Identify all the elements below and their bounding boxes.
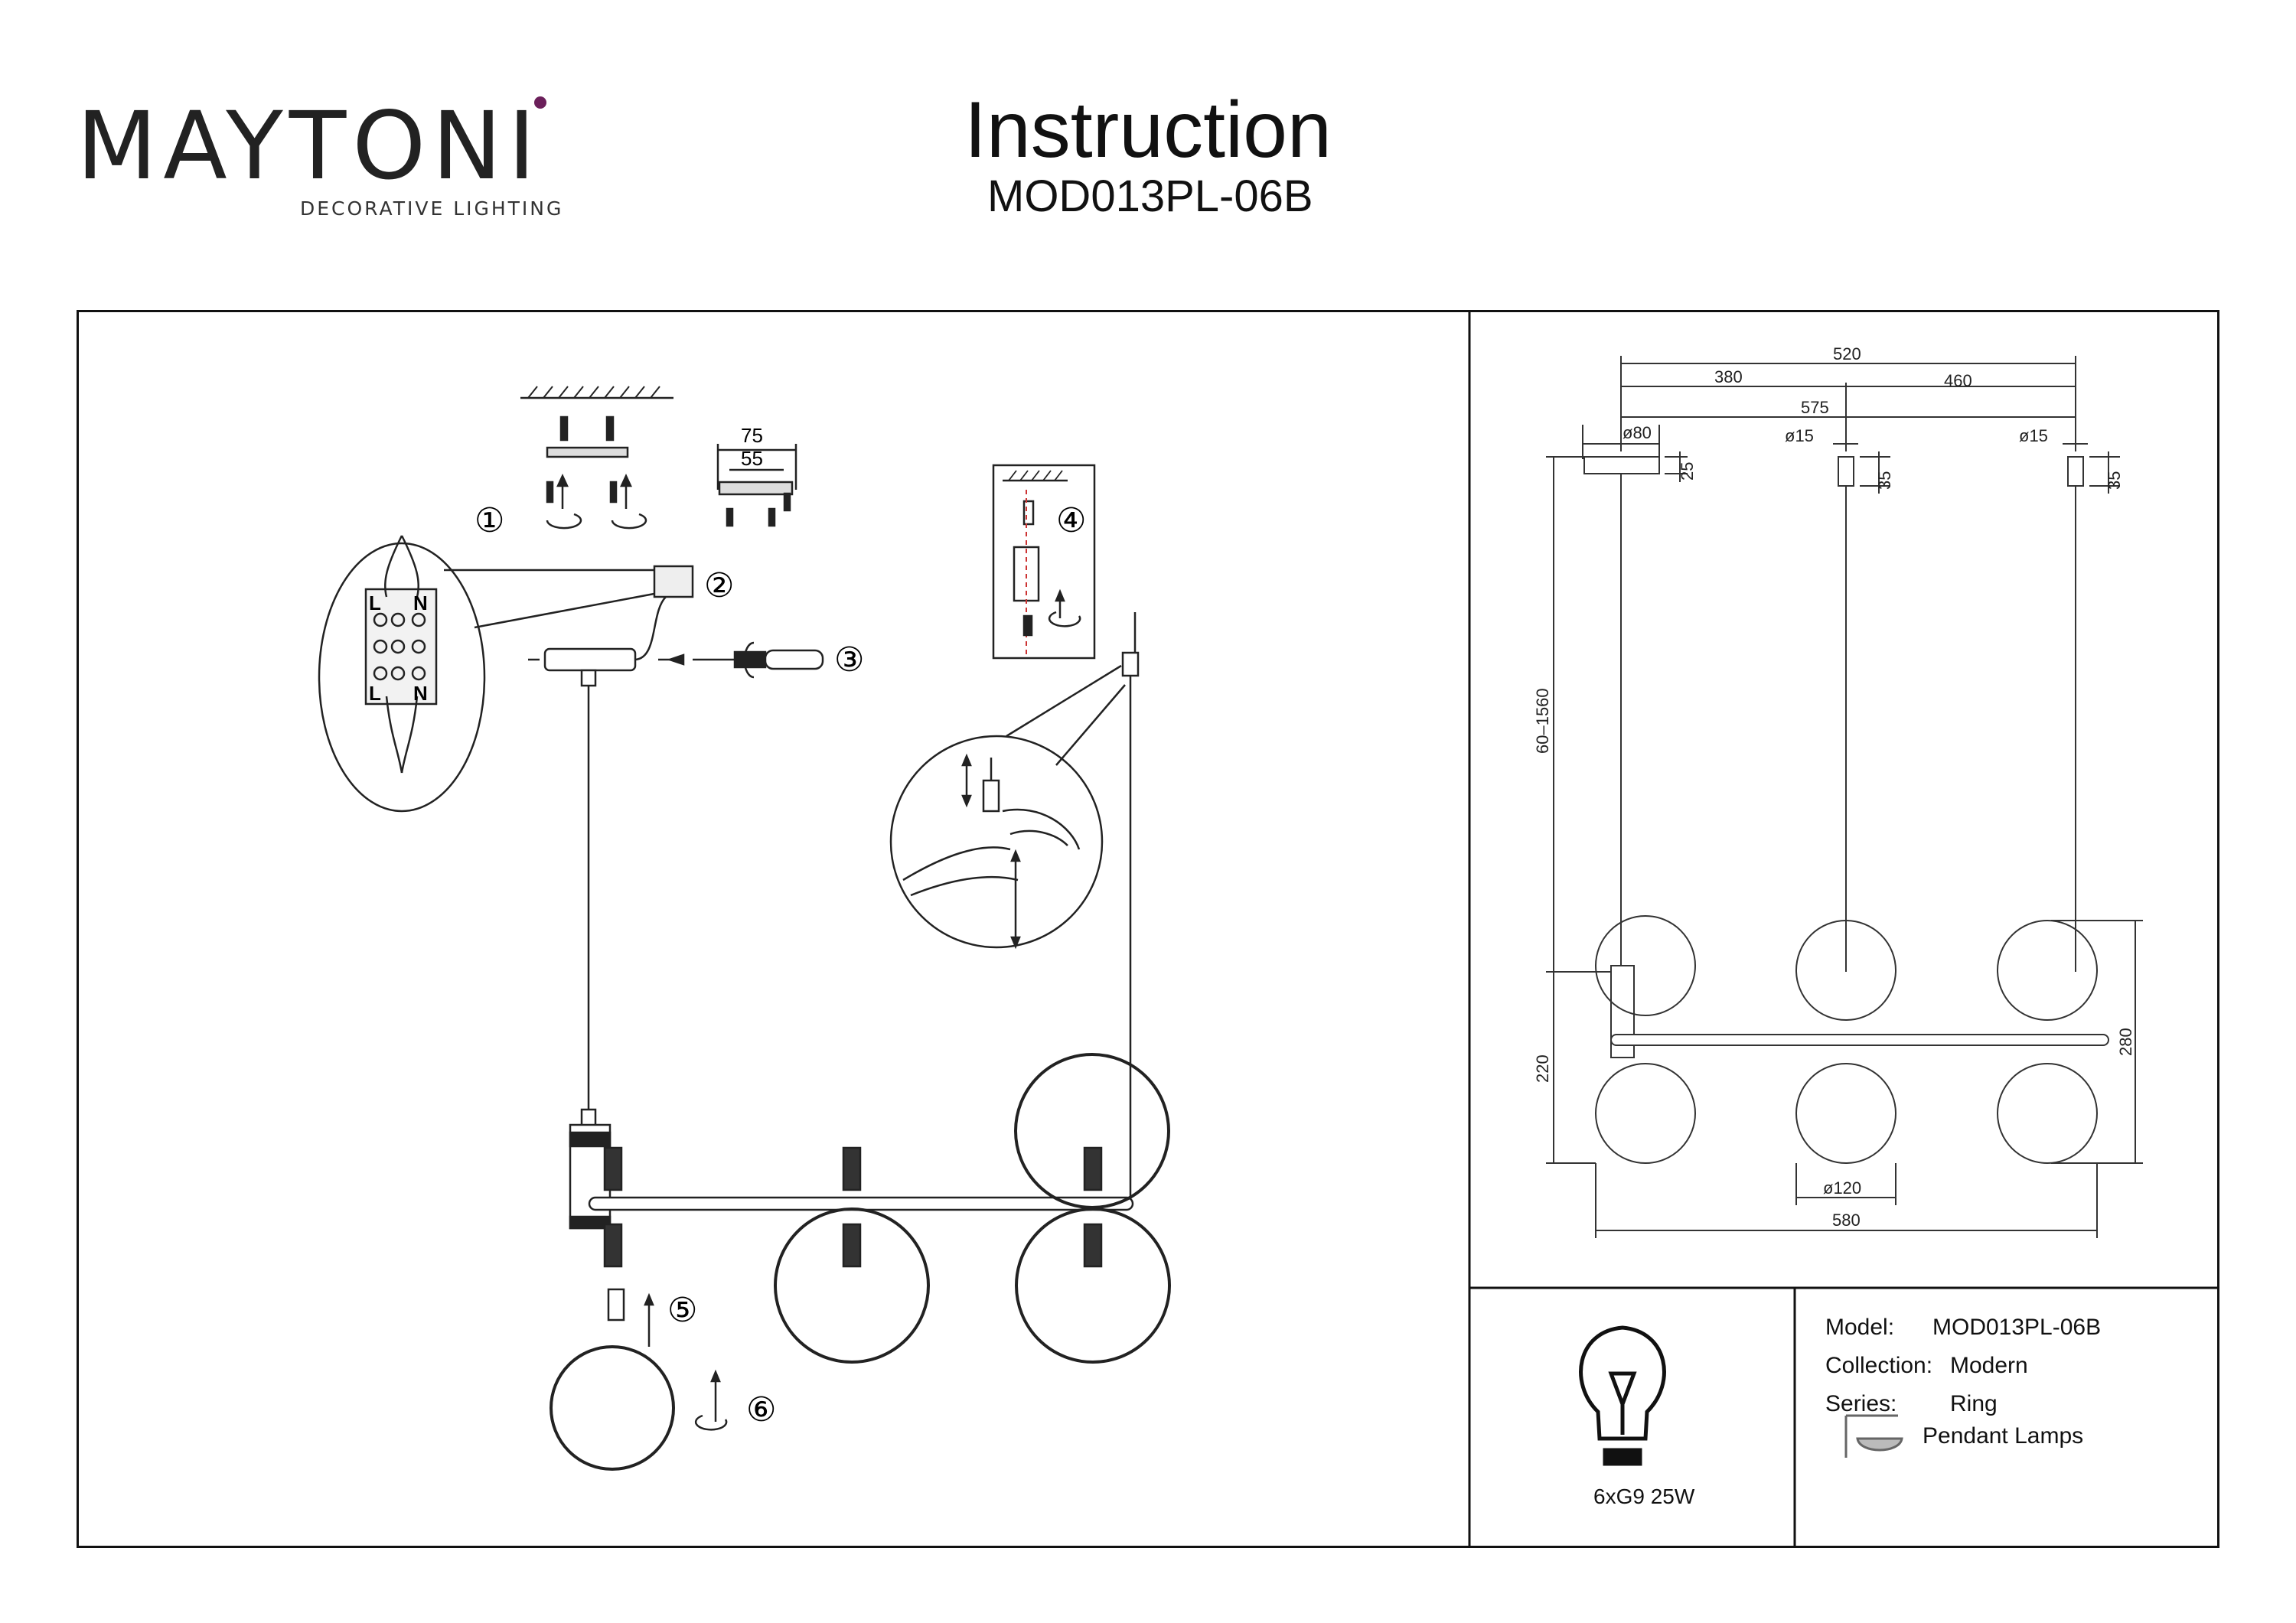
- step-6-label: ⑥: [746, 1390, 776, 1429]
- series-label: Series:: [1825, 1391, 1897, 1416]
- series-value: Ring: [1950, 1391, 1998, 1416]
- model-label: Model:: [1825, 1315, 1895, 1340]
- dim-cap-height-2: 35: [2105, 471, 2124, 490]
- step-5-label: ⑤: [667, 1291, 697, 1330]
- assembly-drawing: [318, 386, 1171, 1471]
- terminal-neutral-top: N: [413, 592, 428, 614]
- terminal-neutral-bottom: N: [413, 682, 428, 705]
- dim-cap-diameter-2: ø15: [2019, 426, 2048, 445]
- pendant-lamp-icon: [1844, 1414, 1903, 1458]
- dim-canopy-diameter: ø80: [1623, 423, 1652, 442]
- terminal-live-top: L: [369, 592, 381, 614]
- bracket-dim-outer: 75: [741, 424, 763, 447]
- dim-top-span: 520: [1833, 344, 1861, 363]
- instruction-frame: [77, 310, 2219, 1548]
- step-1-label: ①: [475, 501, 504, 540]
- bulb-icon: [1579, 1325, 1666, 1466]
- brand-tagline: DECORATIVE LIGHTING: [300, 197, 564, 220]
- dim-middle-span: 575: [1801, 398, 1829, 417]
- collection-label: Collection:: [1825, 1353, 1933, 1378]
- bulb-spec: 6xG9 25W: [1593, 1484, 1695, 1508]
- collection-value: Modern: [1950, 1353, 2028, 1378]
- terminal-live-bottom: L: [369, 682, 381, 705]
- step-2-label: ②: [704, 566, 734, 605]
- step-4-label: ④: [1056, 501, 1086, 540]
- brand-logo: MAYTONI DECORATIVE LIGHTING: [77, 92, 561, 222]
- dim-globe-block-height: 280: [2116, 1028, 2135, 1056]
- dim-total-width: 580: [1832, 1211, 1861, 1230]
- dim-cap-height-1: 35: [1875, 471, 1894, 490]
- logo-accent-dot: [534, 96, 546, 109]
- dim-lower-height: 220: [1533, 1054, 1552, 1083]
- dim-globe-diameter: ø120: [1823, 1178, 1861, 1198]
- step-3-label: ③: [834, 640, 864, 680]
- dim-canopy-height: 25: [1678, 462, 1697, 481]
- model-code-heading: MOD013PL-06B: [987, 171, 1313, 221]
- bracket-dim-inner: 55: [741, 447, 763, 470]
- model-value: MOD013PL-06B: [1932, 1315, 2102, 1340]
- page-title: Instruction: [964, 86, 1332, 174]
- dim-cap-diameter-1: ø15: [1785, 426, 1814, 445]
- dim-left-span: 380: [1714, 367, 1743, 386]
- dim-right-span: 460: [1944, 371, 1972, 390]
- dim-suspension-range: 60–1560: [1533, 688, 1552, 754]
- brand-name: MAYTONI: [77, 92, 542, 200]
- dimension-drawing: [1546, 356, 2143, 1238]
- type-value: Pendant Lamps: [1923, 1423, 2084, 1449]
